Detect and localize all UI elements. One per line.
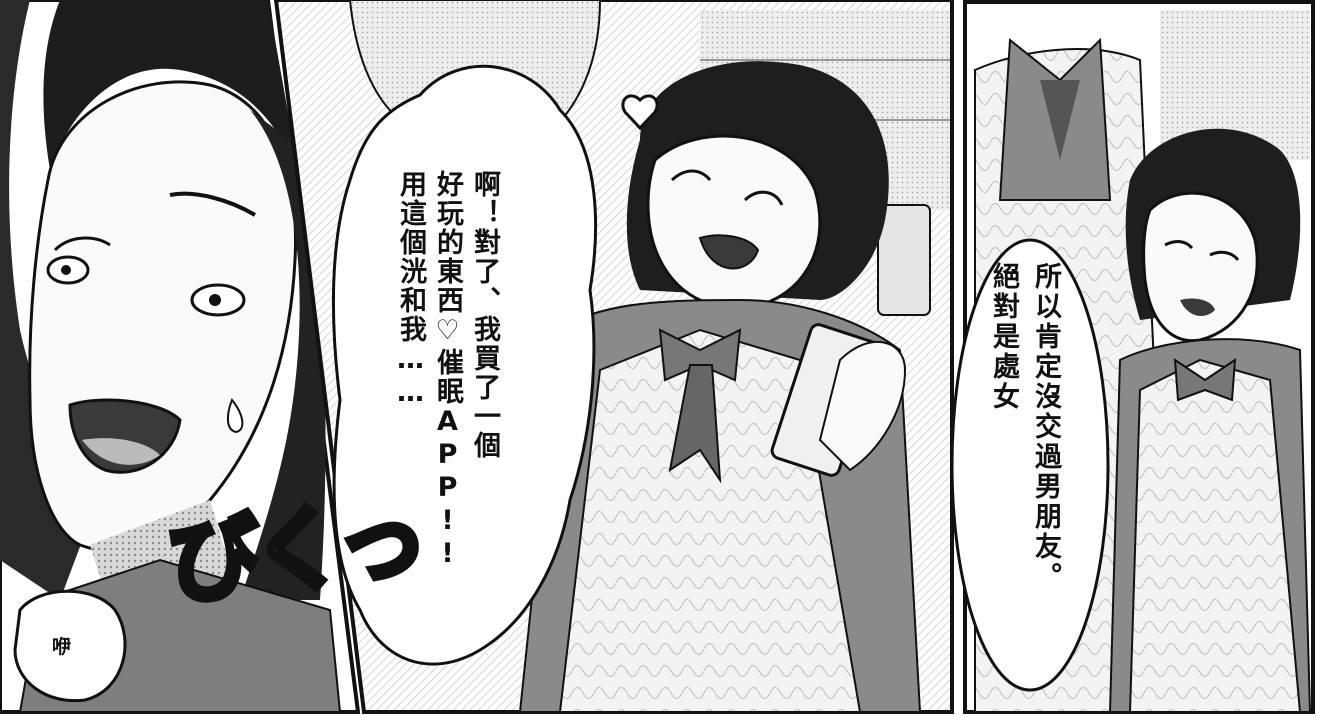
bow-tie <box>658 328 742 382</box>
dialogue-small: 咿 <box>52 636 72 658</box>
hair-top <box>43 0 300 180</box>
dialogue-left: 啊！對了、我買了一個 好玩的東西♡催眠APP!! 用這個洸和我…… <box>395 170 500 571</box>
cup <box>877 204 931 316</box>
hand <box>818 341 907 472</box>
right-girl-bow <box>1173 358 1237 402</box>
heart-symbol <box>621 94 659 131</box>
dialogue-right: 所以肯定沒交過男朋友。 絕對是處女 <box>988 262 1061 592</box>
right-girl-face <box>1142 191 1259 343</box>
girl-face <box>646 134 822 310</box>
right-girl-vest <box>1128 358 1302 713</box>
girl-mouth <box>698 234 760 270</box>
speech-bubble-right <box>950 238 1110 692</box>
speech-bubble-left <box>331 64 598 666</box>
sound-effect: びくっ <box>160 481 428 621</box>
hair-shadow <box>0 0 90 600</box>
speech-bubble-small <box>13 589 127 703</box>
sweat-drop <box>226 398 244 434</box>
